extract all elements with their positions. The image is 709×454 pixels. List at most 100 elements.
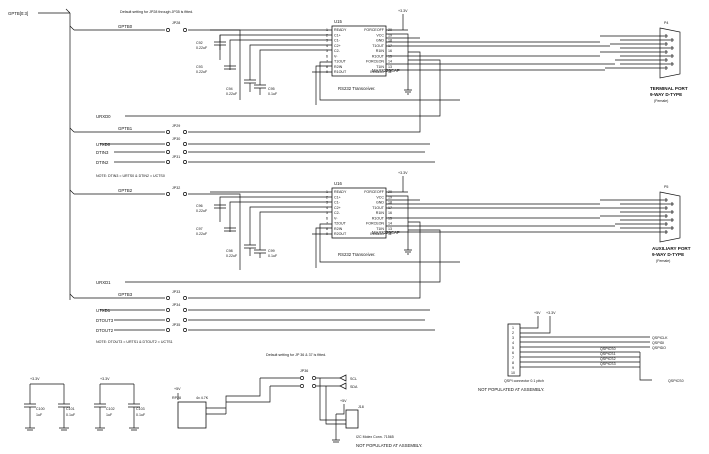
signal-urxd0: URXD0 (96, 114, 111, 119)
signal-dtout3: DTOUT3 (96, 318, 114, 323)
pin-number-left: 4 (326, 206, 328, 210)
svg-text:0.22uF: 0.22uF (196, 209, 208, 213)
svg-text:+3.3V: +3.3V (546, 311, 556, 315)
u15-ref: U15 (334, 19, 342, 24)
signal-utxd1: UTXD1 (96, 308, 111, 313)
u15-gnd (386, 33, 412, 95)
svg-text:0.1uF: 0.1uF (268, 92, 278, 96)
pin-number-left: 6 (326, 54, 328, 58)
pin-label-right: T1IN (376, 65, 384, 69)
decoupling-group-b: +3.3V C102 1uF C103 0.1uF (94, 377, 146, 431)
svg-text:SCL: SCL (350, 377, 357, 381)
svg-text:5: 5 (512, 346, 514, 350)
u16-ref: U16 (334, 181, 342, 186)
bus-taps (69, 25, 75, 299)
u16-gnd (386, 195, 412, 255)
svg-text:QSPICS0: QSPICS0 (600, 347, 616, 351)
pin-label-left: C2+ (334, 44, 341, 48)
svg-text:QSPI connector 0.1 pitch: QSPI connector 0.1 pitch (504, 379, 544, 383)
svg-text:QSPICS3: QSPICS3 (600, 362, 616, 366)
port-p4: P4 TERMINAL PORT 9-WAY D-TYPE (Female) (600, 21, 688, 103)
svg-text:C94: C94 (226, 87, 233, 91)
pin-label-right: FORCEOFF (364, 190, 385, 194)
pin-number-left: 8 (326, 65, 328, 69)
signal-dtin2: DTIN2 (96, 160, 109, 165)
u16-part: MAX3225CAP (372, 230, 400, 235)
svg-text:1uF: 1uF (36, 413, 43, 417)
pin-number-right: 13 (388, 65, 392, 69)
svg-text:C92: C92 (196, 41, 203, 45)
pin-number-right: 16 (388, 49, 392, 53)
svg-text:8: 8 (512, 361, 514, 365)
transceiver-u15: U15 MAX3225CAP RS232 Transceiver. +3.3V … (326, 9, 408, 91)
svg-text:JP28: JP28 (172, 21, 180, 25)
pin-number-right: 14 (388, 60, 392, 64)
pin-number-left: 4 (326, 44, 328, 48)
pin-label-left: V- (334, 54, 338, 58)
signal-utxd0: UTXD0 (96, 142, 111, 147)
pin-label-right: INVALID (370, 232, 384, 236)
svg-text:C93: C93 (196, 65, 203, 69)
port-p5: P5 AUXILIARY PORT 9-WAY D-TYPE (Female) (600, 185, 691, 263)
jumper-jp32[interactable]: JP32 (166, 186, 187, 196)
svg-text:+3.3V: +3.3V (100, 377, 110, 381)
cap-c98: C98 0.22uF (226, 244, 256, 258)
svg-text:QSPICS1: QSPICS1 (600, 352, 616, 356)
pin-number-right: 11 (388, 232, 392, 236)
jumper-jp31[interactable]: JP31 (166, 150, 187, 164)
jumper-jp35[interactable]: JP35 (166, 318, 187, 332)
svg-text:7: 7 (512, 356, 514, 360)
svg-text:JP33: JP33 (172, 290, 180, 294)
wire-gptb2 (74, 193, 241, 270)
svg-text:9: 9 (512, 366, 514, 370)
svg-text:C101: C101 (66, 407, 75, 411)
jumper-jp34[interactable]: JP34 (166, 303, 187, 312)
jumper-jp28[interactable]: JP28 (166, 21, 187, 32)
pin-label-right: GND (376, 201, 384, 205)
u15-supply: +3.3V (398, 9, 408, 13)
gpt-bus-label: GPTB[0:3] (8, 11, 28, 16)
svg-text:JP32: JP32 (172, 186, 180, 190)
svg-text:+3.3V: +3.3V (30, 377, 40, 381)
cap-c93: C93 0.22uF (196, 65, 236, 74)
jumper-jp30[interactable]: JP30 (166, 137, 187, 146)
note-dto: NOTE: DTOUT3 = URTS1 & DTOUT2 = UCTS1 (96, 340, 173, 344)
pin-number-right: 14 (388, 222, 392, 226)
svg-text:QSPICS0: QSPICS0 (668, 379, 684, 383)
pin-label-right: R1IN (376, 211, 385, 215)
pin-number-left: 5 (326, 49, 328, 53)
u15-supply-wire (386, 14, 408, 31)
pin-label-left: C1- (334, 39, 341, 43)
signal-dtin3: DTIN3 (96, 150, 109, 155)
svg-text:NOT POPULATED AT ASSEMBLY.: NOT POPULATED AT ASSEMBLY. (356, 443, 422, 448)
jumper-jp29[interactable]: JP29 (166, 124, 187, 134)
svg-text:C98: C98 (226, 249, 233, 253)
signal-gptb1: GPTB1 (118, 126, 133, 131)
gpt-bus-wire (38, 8, 71, 300)
pin-number-right: 18 (388, 201, 392, 205)
wire-gptb3 (74, 221, 421, 299)
svg-text:1uF: 1uF (106, 413, 113, 417)
jumper-jp33[interactable]: JP33 (166, 290, 187, 300)
svg-text:QSPICS2: QSPICS2 (600, 357, 616, 361)
pin-label-left: C1+ (334, 33, 341, 37)
svg-text:QSPIDO: QSPIDO (652, 346, 666, 350)
svg-text:TERMINAL PORT: TERMINAL PORT (650, 86, 688, 91)
pin-number-left: 8 (326, 227, 328, 231)
cap-c99: C99 0.1uF (254, 249, 278, 258)
svg-text:C95: C95 (268, 87, 275, 91)
pin-number-left: 6 (326, 216, 328, 220)
pin-label-right: T1OUT (372, 206, 385, 210)
svg-text:1: 1 (512, 326, 514, 330)
u16-caption: RS232 Transceiver. (338, 252, 376, 257)
svg-text:+5V: +5V (534, 311, 541, 315)
svg-text:4: 4 (512, 341, 514, 345)
pin-label-right: VCC (376, 195, 384, 199)
pin-label-left: R1OUT (334, 70, 347, 74)
svg-text:0.22uF: 0.22uF (226, 92, 238, 96)
note-top: Default setting for JP28 through JP35 is… (120, 10, 193, 14)
pin-label-left: T1OUT (334, 60, 347, 64)
svg-text:0.1uF: 0.1uF (268, 254, 278, 258)
pin-label-left: C2- (334, 49, 341, 53)
svg-text:(Female): (Female) (656, 259, 670, 263)
